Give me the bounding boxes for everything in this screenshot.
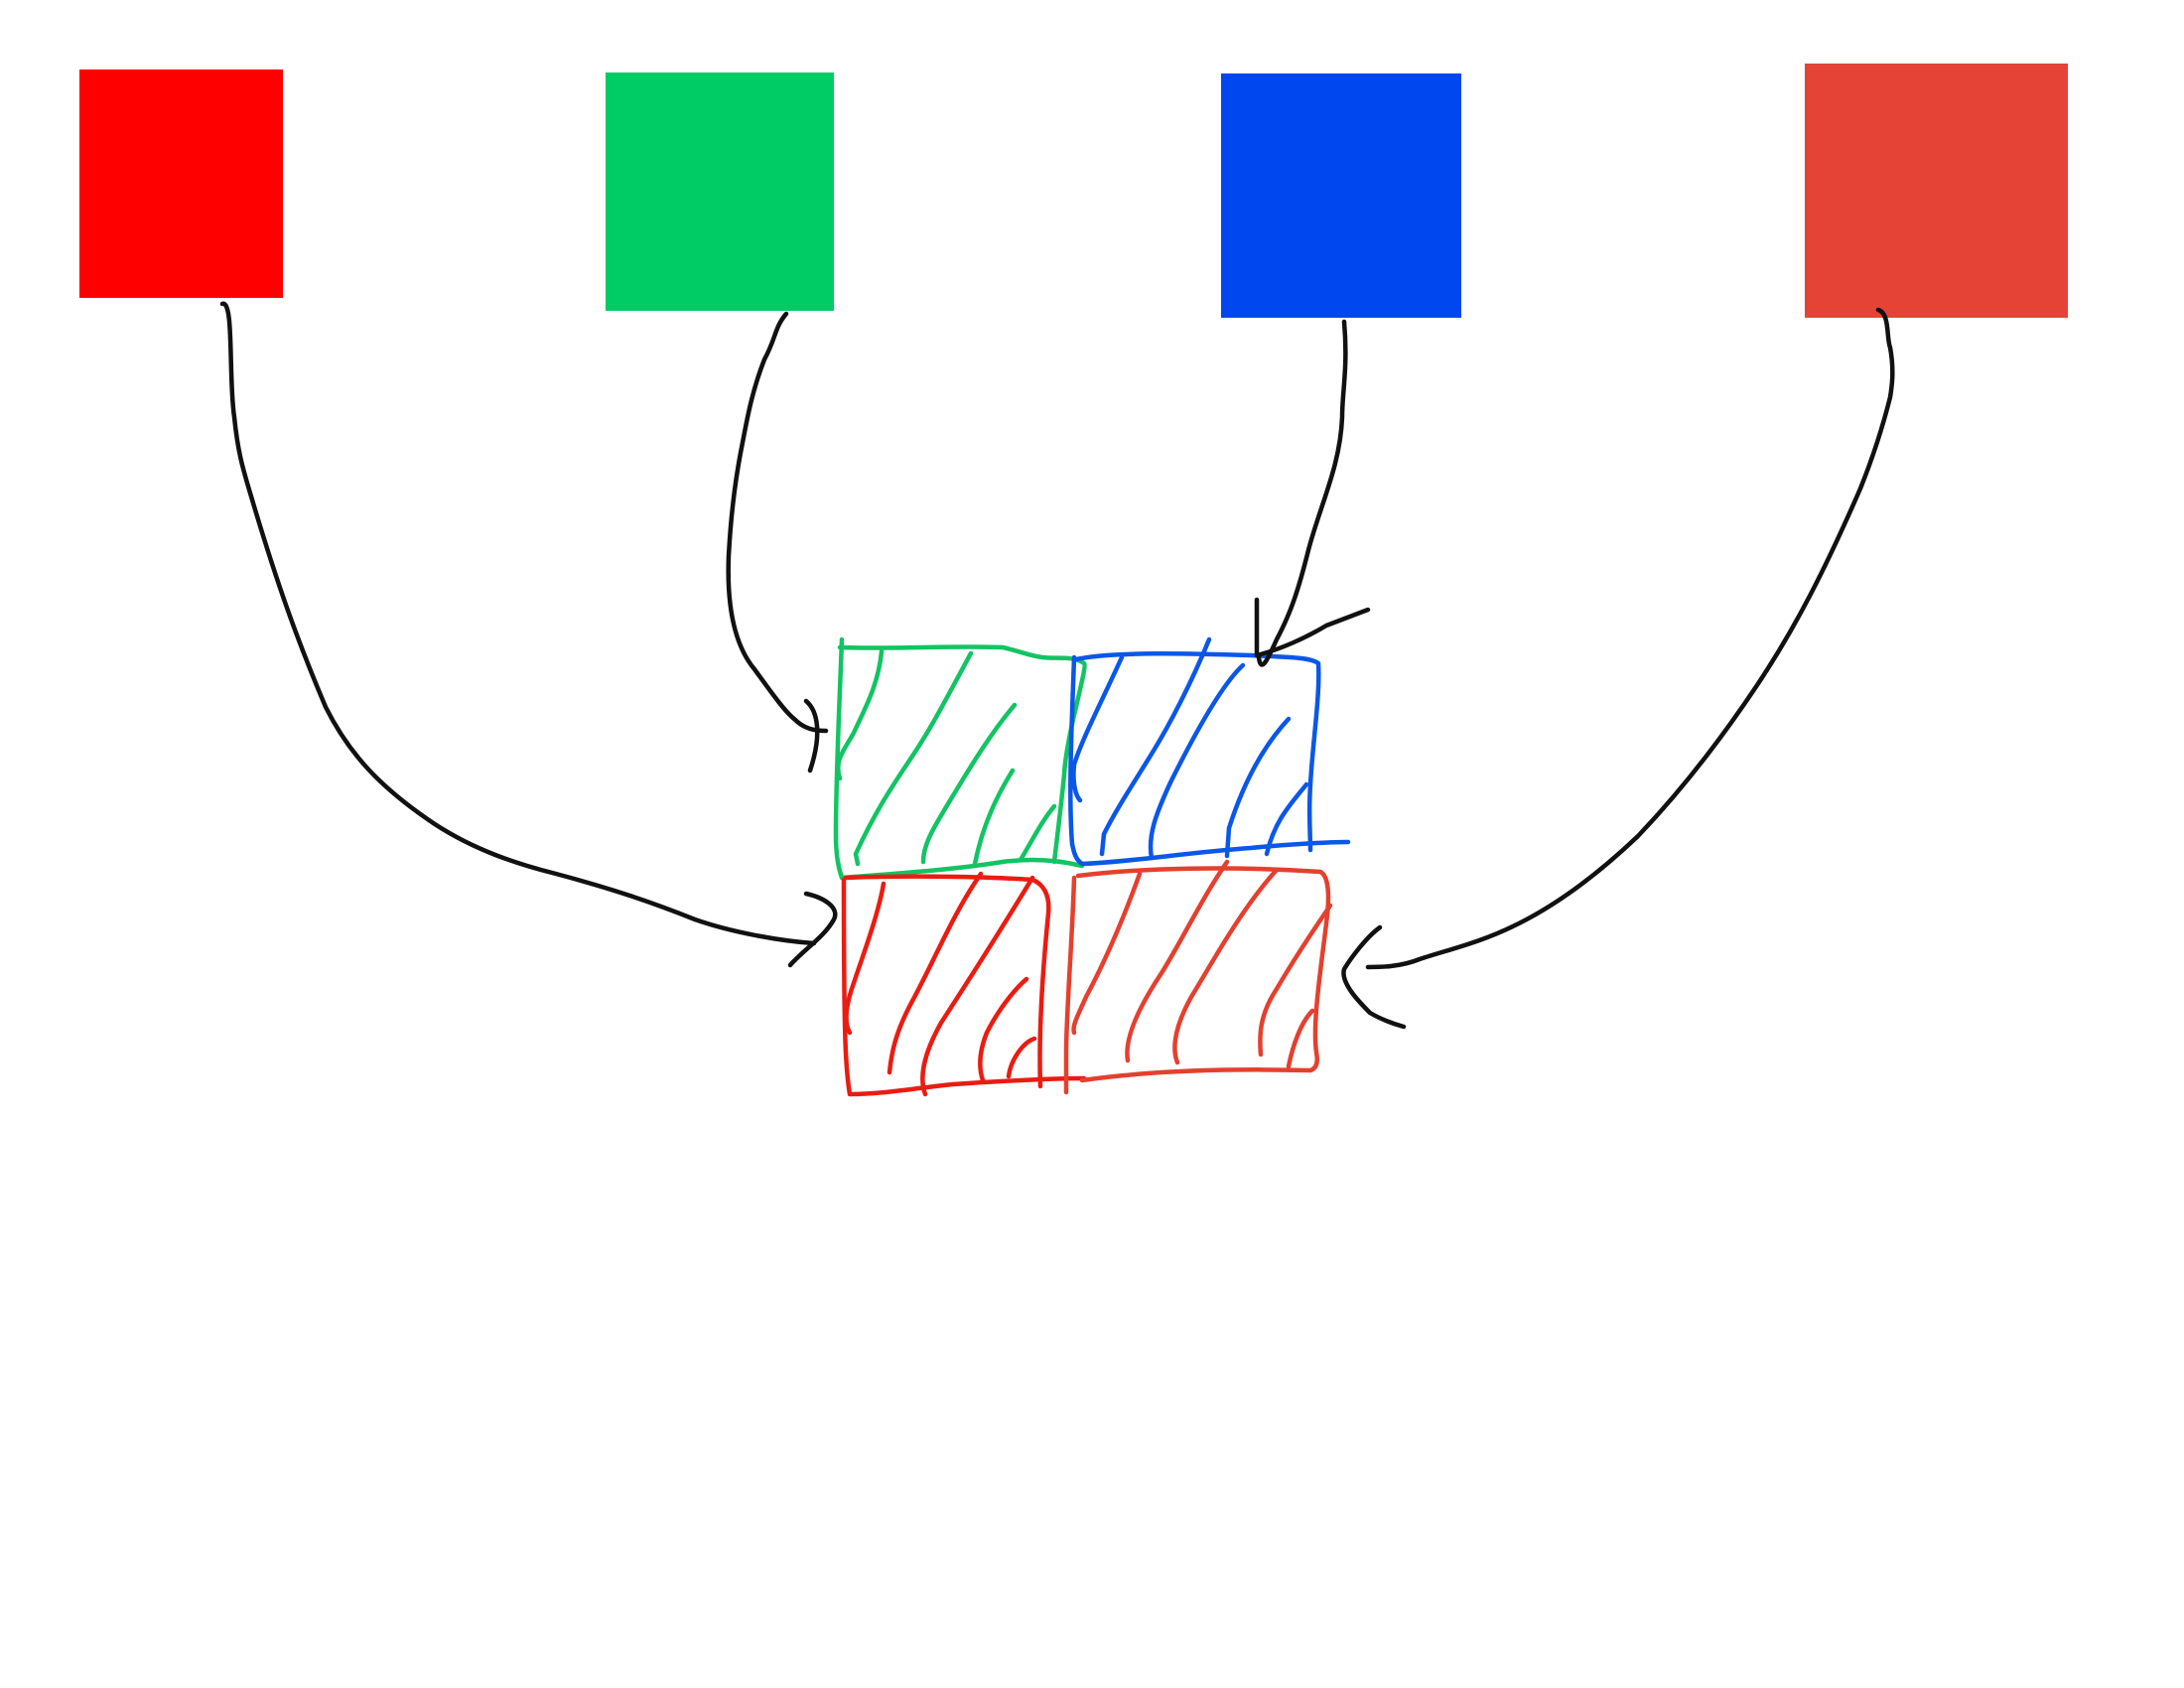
arrow-red-to-bottom-left: [219, 301, 817, 946]
cell-outline: [1075, 866, 1331, 1083]
grid-cell-top-left: [833, 636, 1087, 881]
coral-square[interactable]: [1805, 64, 2068, 318]
hatch-line: [1264, 781, 1309, 857]
arrowhead: [1254, 597, 1371, 658]
grid-cell-top-right: [1068, 636, 1351, 867]
hatch-line: [1018, 803, 1057, 863]
hatch-line: [853, 650, 974, 867]
hatch-line: [1071, 871, 1143, 1036]
hatch-line: [836, 648, 885, 781]
hatch-line: [920, 702, 1018, 865]
cell-outline: [1068, 654, 1351, 867]
arrowhead: [803, 698, 820, 774]
hatch-line: [887, 871, 984, 1075]
connector-arrows: [219, 301, 1895, 1030]
hatch-line: [1286, 1008, 1315, 1069]
blue-square[interactable]: [1221, 73, 1461, 318]
hatch-line: [1125, 859, 1230, 1063]
cell-outline: [1073, 650, 1321, 853]
cell-outline: [843, 874, 1051, 1089]
hatch-line: [844, 881, 887, 1036]
red-square[interactable]: [79, 70, 283, 298]
cell-outline: [841, 877, 1087, 1097]
hatch-line: [1148, 662, 1246, 861]
grid-cell-bottom-left: [841, 871, 1087, 1097]
cell-outline: [1063, 875, 1077, 1095]
arrow-green-to-top-left: [726, 311, 829, 734]
hatch-line: [1258, 903, 1333, 1057]
hatch-line: [978, 976, 1029, 1083]
hatch-line: [1006, 1036, 1037, 1079]
arrowhead: [787, 891, 838, 968]
grid-cell-bottom-right: [1063, 859, 1333, 1095]
hatch-line: [1071, 654, 1125, 803]
hatch-line: [972, 768, 1016, 867]
green-square[interactable]: [606, 72, 834, 311]
arrowhead: [1341, 924, 1407, 1030]
hatch-line: [1172, 867, 1280, 1065]
cell-outline: [837, 644, 1087, 865]
hatch-line: [1099, 636, 1212, 857]
hatch-line: [1224, 716, 1292, 859]
arrow-blue-to-top-right: [1256, 319, 1348, 667]
arrow-coral-to-bottom-right: [1365, 307, 1895, 970]
hatch-line: [920, 875, 1035, 1097]
